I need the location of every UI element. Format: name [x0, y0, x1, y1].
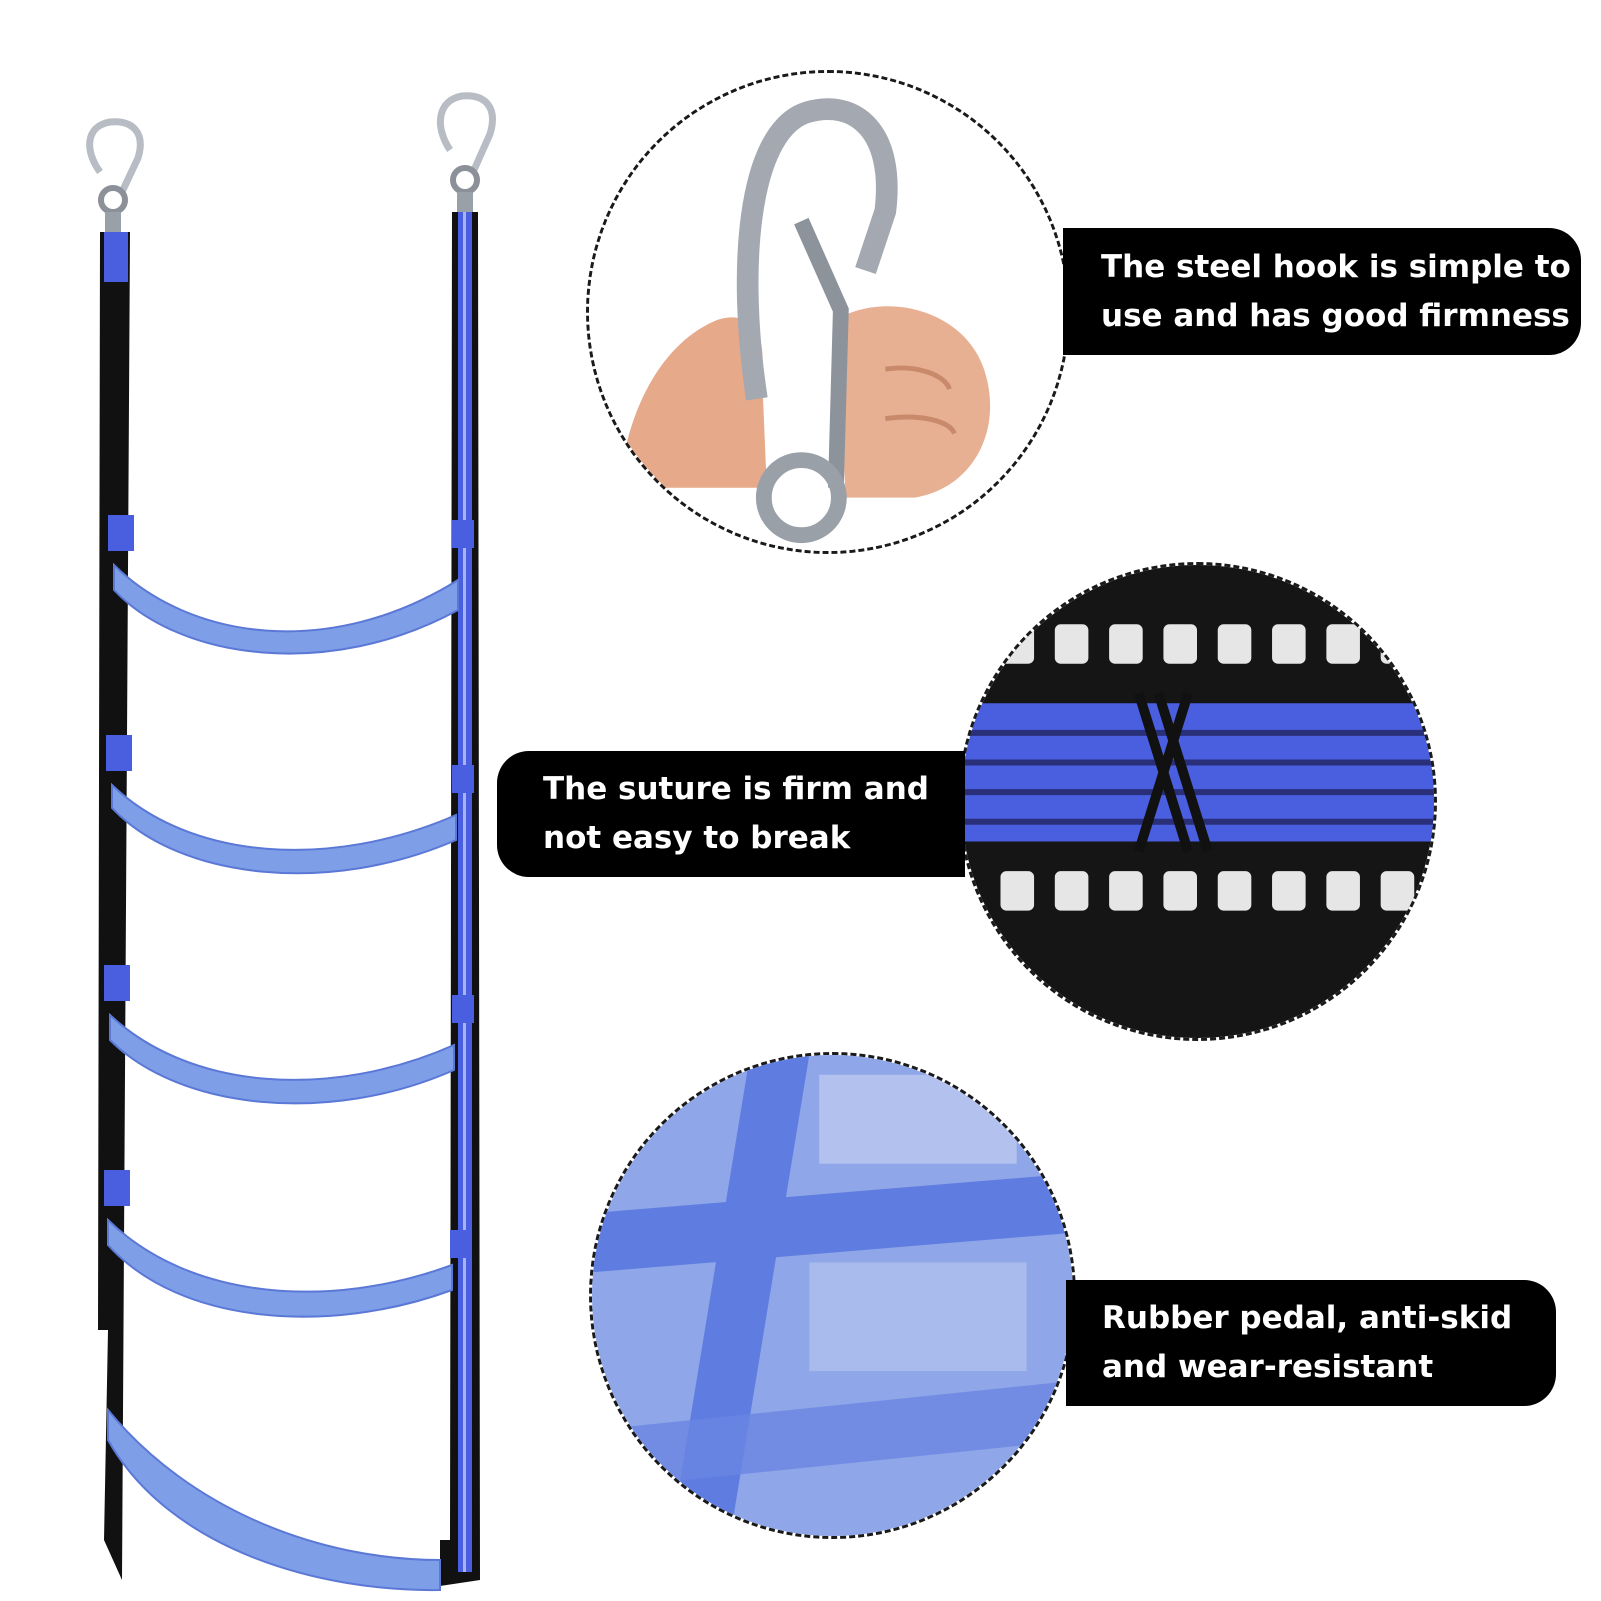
right-carabiner-icon	[437, 92, 496, 214]
rung-4	[107, 1217, 453, 1318]
stitch-tabs	[104, 515, 474, 1258]
pedal-callout: Rubber pedal, anti-skid and wear-resista…	[1066, 1280, 1556, 1406]
hook-callout-line-1: The steel hook is simple to	[1101, 248, 1571, 285]
left-carabiner-icon	[86, 118, 144, 234]
rung-5	[107, 1407, 441, 1592]
suture-callout: The suture is firm and not easy to break	[497, 751, 965, 877]
suture-callout-line-2: not easy to break	[543, 820, 851, 856]
rubber-pedal-closeup-circle	[589, 1052, 1076, 1539]
pedal-callout-line-2: and wear-resistant	[1102, 1349, 1434, 1385]
hand-image	[589, 73, 1067, 551]
carabiner-closeup-circle	[586, 70, 1070, 554]
webbing-closeup-circle	[958, 562, 1437, 1041]
carabiner-icon	[736, 98, 898, 401]
rope-ladder-illustration	[86, 92, 496, 1592]
webbing-closeup-image	[961, 565, 1434, 1038]
suture-callout-line-1: The suture is firm and	[543, 771, 929, 807]
rung-3	[109, 1012, 455, 1105]
hook-callout-line-2: use and has good firmness	[1101, 297, 1570, 334]
hook-callout: The steel hook is simple to use and has …	[1063, 228, 1581, 355]
rubber-texture-image	[592, 1055, 1073, 1536]
rung-1	[113, 562, 459, 655]
pedal-callout-line-1: Rubber pedal, anti-skid	[1102, 1300, 1513, 1336]
left-strap	[98, 232, 130, 1580]
rung-2	[111, 782, 457, 875]
